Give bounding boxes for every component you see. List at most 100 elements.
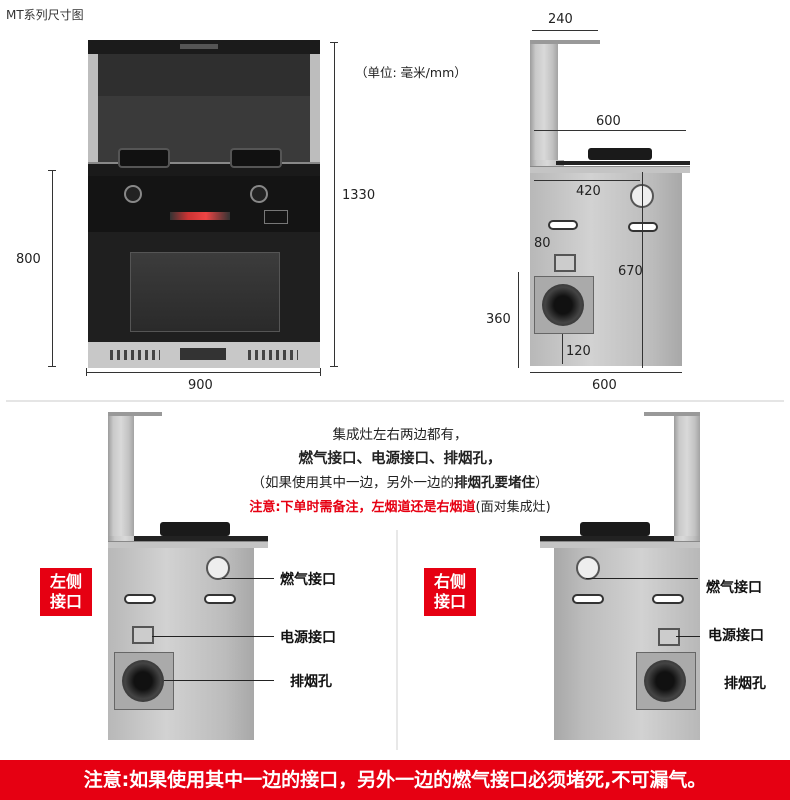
info-line3-pre: （如果使用其中一边，另外一边的	[251, 475, 455, 491]
info-line2: 燃气接口、电源接口、排烟孔，	[298, 451, 502, 467]
left-cooktop	[134, 536, 268, 541]
right-badge-line1: 右侧	[433, 572, 466, 591]
dim-800-line	[52, 170, 53, 366]
side-slot-left	[548, 220, 578, 230]
dim-900-line	[86, 372, 320, 373]
dim-360-line	[518, 272, 519, 368]
dim-80-label: 80	[534, 236, 551, 251]
side-burner	[588, 148, 652, 160]
page-title: MT系列尺寸图	[6, 8, 84, 22]
info-line3: （如果使用其中一边，另外一边的排烟孔要堵住）	[190, 472, 610, 495]
right-power-port	[658, 628, 680, 646]
info-line3-post: ）	[535, 475, 549, 491]
right-gas-port	[576, 556, 600, 580]
dim-900-label: 900	[188, 378, 213, 393]
dim-1330-tick-bottom	[330, 366, 338, 367]
side-cooktop	[556, 161, 690, 165]
side-rim	[530, 166, 690, 173]
side-flue	[530, 40, 558, 168]
left-side-badge: 左侧 接口	[40, 568, 92, 616]
dim-420-label: 420	[576, 184, 601, 199]
left-gas-port	[206, 556, 230, 580]
left-gas-callout-line	[222, 578, 274, 579]
left-badge-line2: 接口	[49, 592, 82, 611]
dim-1330-line	[334, 42, 335, 366]
vent-left	[110, 350, 160, 360]
dim-670-label: 670	[618, 264, 643, 279]
right-cooktop	[540, 536, 674, 541]
dim-800-tick-bottom	[48, 366, 56, 367]
left-slot-left	[124, 594, 156, 604]
side-slot-right	[628, 222, 658, 232]
left-gas-label: 燃气接口	[280, 572, 336, 588]
dim-240-line	[532, 30, 598, 31]
right-flue-cap	[644, 412, 700, 416]
control-button	[264, 210, 288, 224]
right-flue	[674, 412, 700, 544]
footer-warning: 注意:如果使用其中一边的接口，另外一边的燃气接口必须堵死,不可漏气。	[0, 760, 790, 800]
side-body	[530, 170, 682, 366]
dim-600-bottom-line	[530, 372, 682, 373]
left-unit	[108, 412, 268, 742]
left-rim	[108, 541, 268, 548]
left-badge-line1: 左侧	[49, 572, 82, 591]
dim-800-label: 800	[16, 252, 41, 267]
dim-670-line	[642, 172, 643, 368]
vent-center	[180, 348, 226, 360]
left-power-callout-line	[152, 636, 274, 637]
burner-right	[230, 148, 282, 168]
right-power-label: 电源接口	[708, 628, 764, 644]
left-flue-cap	[108, 412, 162, 416]
left-exhaust-hole	[122, 660, 164, 702]
unit-divider	[396, 530, 398, 750]
left-exhaust-callout-line	[164, 680, 274, 681]
right-rim	[540, 541, 700, 548]
info-line3-bold: 排烟孔要堵住	[454, 475, 535, 491]
dim-600-top-line	[534, 130, 686, 131]
info-line4-post: (面对集成灶)	[475, 500, 551, 515]
front-view	[88, 40, 320, 368]
dim-120-label: 120	[566, 344, 591, 359]
info-line4-red: 注意:下单时需备注，左烟道还是右烟道	[249, 500, 476, 515]
dim-360-label: 360	[486, 312, 511, 327]
control-display	[170, 212, 230, 220]
hood-display	[180, 44, 218, 49]
dim-240-label: 240	[548, 12, 573, 27]
dim-120-line	[562, 334, 563, 364]
right-power-callout-line	[676, 636, 700, 637]
info-line4: 注意:下单时需备注，左烟道还是右烟道(面对集成灶)	[170, 496, 630, 519]
info-line1: 集成灶左右两边都有，	[332, 427, 468, 443]
control-panel	[88, 176, 320, 232]
left-power-label: 电源接口	[280, 630, 336, 646]
left-body	[108, 546, 254, 740]
vent-right	[248, 350, 298, 360]
right-gas-label: 燃气接口	[706, 580, 762, 596]
left-slot-right	[204, 594, 236, 604]
right-side-badge: 右侧 接口	[424, 568, 476, 616]
burner-left	[118, 148, 170, 168]
left-flue	[108, 412, 134, 544]
unit-note: （单位: 毫米/mm）	[355, 65, 467, 80]
dim-600-top-label: 600	[596, 114, 621, 129]
knob-left	[124, 185, 142, 203]
right-slot-left	[572, 594, 604, 604]
hood-glass	[98, 54, 310, 96]
section-divider	[6, 400, 784, 402]
right-unit	[540, 412, 700, 742]
oven-window	[130, 252, 280, 332]
dim-600-bottom-label: 600	[592, 378, 617, 393]
right-gas-callout-line	[586, 578, 698, 579]
knob-right	[250, 185, 268, 203]
left-exhaust-label: 排烟孔	[290, 674, 332, 690]
dim-1330-label: 1330	[342, 188, 376, 203]
dim-900-tick-left	[86, 368, 87, 376]
left-burner	[160, 522, 230, 536]
left-power-port	[132, 626, 154, 644]
dim-900-tick-right	[320, 368, 321, 376]
side-exhaust-hole	[542, 284, 584, 326]
dim-420-line	[534, 180, 640, 181]
side-view	[530, 40, 690, 370]
right-badge-line2: 接口	[433, 592, 466, 611]
side-power-port	[554, 254, 576, 272]
right-exhaust-label: 排烟孔	[724, 676, 766, 692]
